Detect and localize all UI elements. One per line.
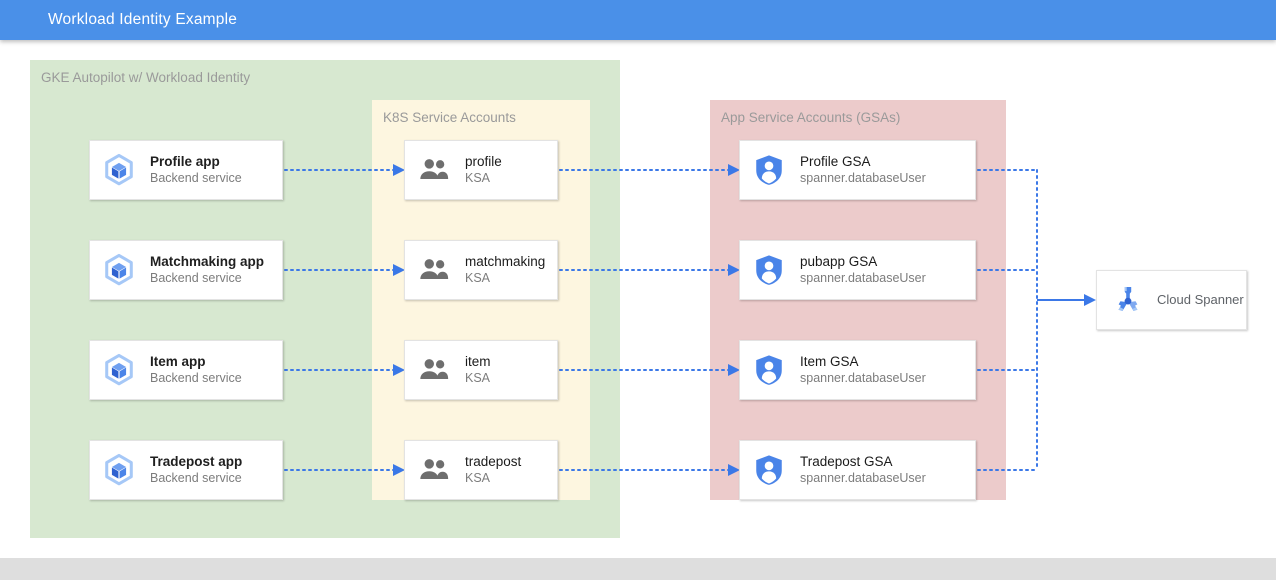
card-gsa-item-text: Item GSA spanner.databaseUser: [800, 353, 975, 387]
diagram-canvas: GKE Autopilot w/ Workload Identity K8S S…: [0, 40, 1276, 558]
card-title: Matchmaking app: [150, 254, 265, 269]
card-title: matchmaking: [465, 254, 546, 269]
connector-lines: [284, 164, 1096, 476]
card-subtitle: Backend service: [150, 171, 242, 185]
card-gsa-tradepost[interactable]: Tradepost GSA spanner.databaseUser: [739, 440, 976, 500]
card-ksa-matchmaking[interactable]: matchmaking KSA: [404, 240, 558, 300]
gke-cube-icon: [105, 153, 133, 186]
card-app-matchmaking[interactable]: Matchmaking app Backend service: [89, 240, 283, 300]
window-title-bar: Workload Identity Example: [0, 0, 1276, 40]
gke-cube-icon: [105, 353, 133, 386]
card-subtitle: spanner.databaseUser: [800, 371, 926, 385]
gke-cube-icon: [105, 253, 133, 286]
card-app-item-text: Item app Backend service: [150, 353, 282, 387]
people-group-icon: [420, 259, 449, 279]
card-app-item[interactable]: Item app Backend service: [89, 340, 283, 400]
card-app-tradepost[interactable]: Tradepost app Backend service: [89, 440, 283, 500]
card-gsa-item[interactable]: Item GSA spanner.databaseUser: [739, 340, 976, 400]
card-gsa-profile[interactable]: Profile GSA spanner.databaseUser: [739, 140, 976, 200]
card-subtitle: Backend service: [150, 271, 242, 285]
people-group-icon: [420, 159, 449, 179]
card-subtitle: spanner.databaseUser: [800, 171, 926, 185]
card-subtitle: KSA: [465, 471, 491, 485]
people-group-icon: [420, 459, 449, 479]
card-title: tradepost: [465, 454, 522, 469]
shield-account-icon: [756, 255, 782, 285]
card-title: Item app: [150, 354, 206, 369]
gke-cube-icon: [105, 453, 133, 486]
card-gsa-pubapp-text: pubapp GSA spanner.databaseUser: [800, 253, 975, 287]
card-app-profile[interactable]: Profile app Backend service: [89, 140, 283, 200]
card-subtitle: KSA: [465, 171, 491, 185]
card-title: Profile GSA: [800, 154, 871, 169]
card-ksa-tradepost[interactable]: tradepost KSA: [404, 440, 558, 500]
shield-account-icon: [756, 155, 782, 185]
card-gsa-tradepost-text: Tradepost GSA spanner.databaseUser: [800, 453, 975, 487]
card-ksa-matchmaking-text: matchmaking KSA: [465, 253, 557, 287]
card-ksa-item[interactable]: item KSA: [404, 340, 558, 400]
card-title: pubapp GSA: [800, 254, 878, 269]
card-subtitle: KSA: [465, 271, 491, 285]
card-app-tradepost-text: Tradepost app Backend service: [150, 453, 282, 487]
card-ksa-tradepost-text: tradepost KSA: [465, 453, 557, 487]
page-title: Workload Identity Example: [48, 11, 238, 28]
card-gsa-pubapp[interactable]: pubapp GSA spanner.databaseUser: [739, 240, 976, 300]
card-ksa-profile-text: profile KSA: [465, 153, 557, 187]
card-title: Profile app: [150, 154, 220, 169]
group-ksa-label: K8S Service Accounts: [383, 110, 516, 125]
card-subtitle: spanner.databaseUser: [800, 471, 926, 485]
card-subtitle: KSA: [465, 371, 491, 385]
card-app-matchmaking-text: Matchmaking app Backend service: [150, 253, 282, 287]
card-app-profile-text: Profile app Backend service: [150, 153, 282, 187]
card-title: Tradepost GSA: [800, 454, 893, 469]
card-gsa-profile-text: Profile GSA spanner.databaseUser: [800, 153, 975, 187]
card-subtitle: Backend service: [150, 371, 242, 385]
card-title: Cloud Spanner: [1157, 292, 1244, 307]
card-subtitle: spanner.databaseUser: [800, 271, 926, 285]
card-ksa-item-text: item KSA: [465, 353, 557, 387]
card-title: Item GSA: [800, 354, 859, 369]
footer-bar: [0, 558, 1276, 580]
group-gke-label: GKE Autopilot w/ Workload Identity: [41, 70, 251, 85]
card-subtitle: Backend service: [150, 471, 242, 485]
card-cloud-spanner-text: Cloud Spanner: [1157, 292, 1246, 308]
people-group-icon: [420, 359, 449, 379]
card-title: item: [465, 354, 491, 369]
card-ksa-profile[interactable]: profile KSA: [404, 140, 558, 200]
cloud-spanner-icon: [1118, 286, 1138, 311]
shield-account-icon: [756, 355, 782, 385]
shield-account-icon: [756, 455, 782, 485]
card-title: Tradepost app: [150, 454, 243, 469]
card-cloud-spanner[interactable]: Cloud Spanner: [1096, 270, 1247, 330]
group-gsa-label: App Service Accounts (GSAs): [721, 110, 901, 125]
card-title: profile: [465, 154, 502, 169]
